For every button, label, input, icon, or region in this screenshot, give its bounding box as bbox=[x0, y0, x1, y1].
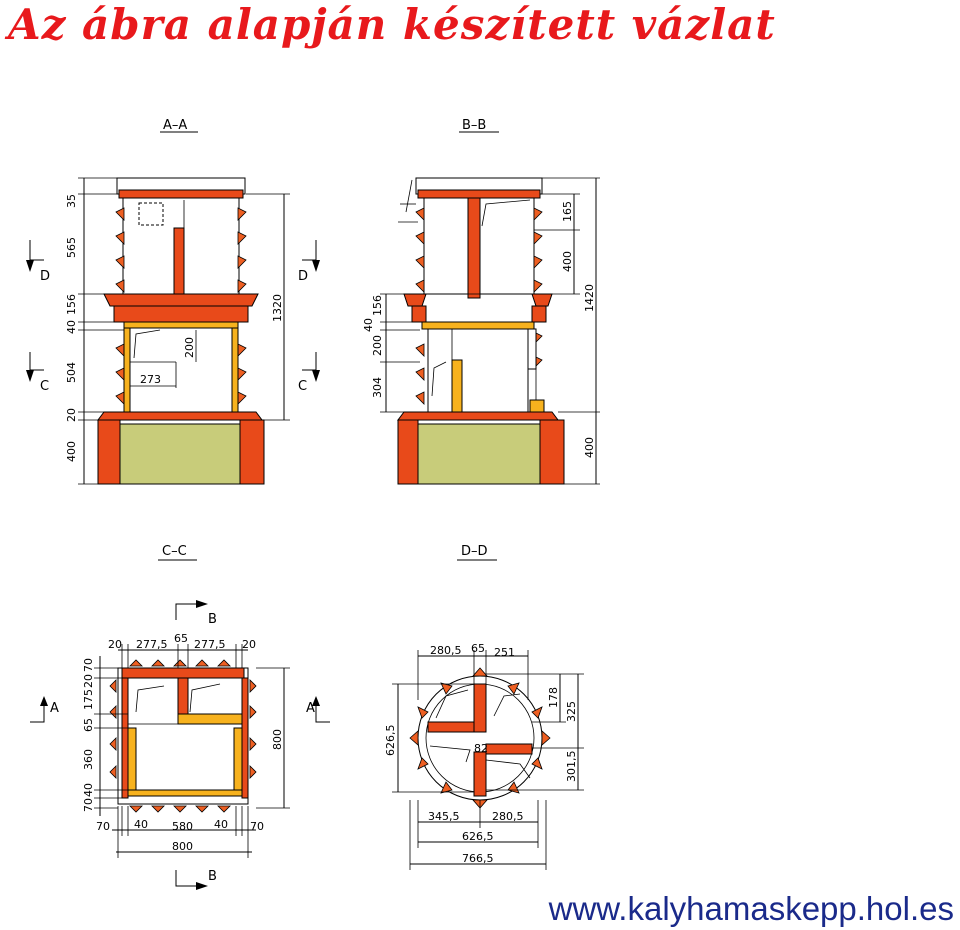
svg-text:504: 504 bbox=[65, 362, 78, 383]
svg-text:A: A bbox=[306, 701, 315, 716]
section-aa: A–A bbox=[26, 118, 320, 485]
bb-dim-304: 304 bbox=[371, 377, 384, 398]
dd-dim-left-6265: 626,5 bbox=[384, 725, 397, 757]
svg-text:D: D bbox=[40, 269, 50, 284]
bb-dim-156: 156 bbox=[371, 295, 384, 316]
cc-marker-a-left: A bbox=[30, 696, 59, 723]
cc-marker-a-right: A bbox=[306, 696, 330, 723]
cc-marker-b-bottom: B bbox=[175, 869, 217, 890]
section-dd: D–D 82 bbox=[384, 544, 584, 870]
section-bb: B–B bbox=[362, 118, 600, 485]
svg-text:A: A bbox=[50, 701, 59, 716]
cc-studs bbox=[109, 659, 257, 813]
dd-dim-top-65: 65 bbox=[471, 642, 485, 655]
aa-dim-200: 200 bbox=[183, 337, 196, 358]
aa-marker-c-right: C bbox=[298, 352, 320, 394]
website-url[interactable]: www.kalyhamaskepp.hol.es bbox=[548, 890, 954, 927]
section-bb-label: B–B bbox=[462, 118, 486, 133]
svg-text:565: 565 bbox=[65, 237, 78, 258]
section-aa-label: A–A bbox=[163, 118, 187, 133]
cc-marker-b-top: B bbox=[175, 600, 217, 627]
dd-dim-bot-2805: 280,5 bbox=[492, 810, 524, 823]
dd-dim-top-2805: 280,5 bbox=[430, 644, 462, 657]
cc-dim-left-70a: 70 bbox=[82, 658, 95, 672]
cc-dim-right-800: 800 bbox=[271, 729, 284, 750]
dd-dim-right-3015: 301,5 bbox=[565, 751, 578, 783]
section-cc-label: C–C bbox=[162, 544, 187, 559]
cc-dim-left-40: 40 bbox=[82, 783, 95, 797]
page-title: Az ábra alapján készített vázlat bbox=[8, 0, 776, 49]
section-cc: C–C B B A A bbox=[30, 544, 330, 890]
cc-dim-left-20: 20 bbox=[82, 674, 95, 688]
cc-dim-bot-800: 800 bbox=[172, 840, 193, 853]
svg-text:C: C bbox=[40, 379, 49, 394]
svg-text:B: B bbox=[208, 612, 217, 627]
aa-marker-d-right: D bbox=[298, 240, 320, 284]
cc-dim-top-20b: 20 bbox=[242, 638, 256, 651]
dd-dim-right-325: 325 bbox=[565, 701, 578, 722]
svg-text:D: D bbox=[298, 269, 308, 284]
svg-text:400: 400 bbox=[65, 441, 78, 462]
cc-dim-left-175: 175 bbox=[82, 689, 95, 710]
dd-dim-top-251: 251 bbox=[494, 646, 515, 659]
bb-dim-200: 200 bbox=[371, 335, 384, 356]
svg-text:40: 40 bbox=[65, 320, 78, 334]
svg-text:156: 156 bbox=[65, 294, 78, 315]
aa-dim-273: 273 bbox=[140, 373, 161, 386]
dd-studs bbox=[409, 667, 551, 809]
bb-dim-400-upper: 400 bbox=[561, 251, 574, 272]
svg-text:B: B bbox=[208, 869, 217, 884]
aa-marker-d-left: D bbox=[26, 240, 50, 284]
section-dd-label: D–D bbox=[461, 544, 488, 559]
cc-dim-bot-580: 580 bbox=[172, 820, 193, 833]
cc-dim-top-20a: 20 bbox=[108, 638, 122, 651]
dd-dim-bot-6265: 626,5 bbox=[462, 830, 494, 843]
cc-dim-top-2775a: 277,5 bbox=[136, 638, 168, 651]
svg-text:20: 20 bbox=[65, 408, 78, 422]
cc-dim-top-65: 65 bbox=[174, 632, 188, 645]
cc-dim-bot-70b: 70 bbox=[250, 820, 264, 833]
svg-text:35: 35 bbox=[65, 194, 78, 208]
cc-dim-bot-40b: 40 bbox=[214, 818, 228, 831]
cc-dim-bot-40a: 40 bbox=[134, 818, 148, 831]
svg-text:C: C bbox=[298, 379, 307, 394]
cc-dim-left-65: 65 bbox=[82, 718, 95, 732]
aa-studs bbox=[115, 207, 247, 405]
cc-dim-left-70b: 70 bbox=[82, 798, 95, 812]
bb-dim-1420: 1420 bbox=[583, 284, 596, 312]
dd-dim-right-178: 178 bbox=[547, 687, 560, 708]
cc-dim-left-360: 360 bbox=[82, 749, 95, 770]
aa-dims-left: 35 565 156 40 504 20 400 bbox=[65, 194, 78, 462]
dd-dim-bot-7665: 766,5 bbox=[462, 852, 494, 865]
bb-dim-400-lower: 400 bbox=[583, 437, 596, 458]
dd-dim-bot-3455: 345,5 bbox=[428, 810, 460, 823]
bb-dim-165: 165 bbox=[561, 201, 574, 222]
aa-marker-c-left: C bbox=[26, 352, 49, 394]
bb-dim-40: 40 bbox=[362, 318, 375, 332]
cc-dim-top-2775b: 277,5 bbox=[194, 638, 226, 651]
aa-dim-1320: 1320 bbox=[271, 294, 284, 322]
dd-dim-82: 82 bbox=[474, 742, 488, 755]
cc-dim-bot-70a: 70 bbox=[96, 820, 110, 833]
